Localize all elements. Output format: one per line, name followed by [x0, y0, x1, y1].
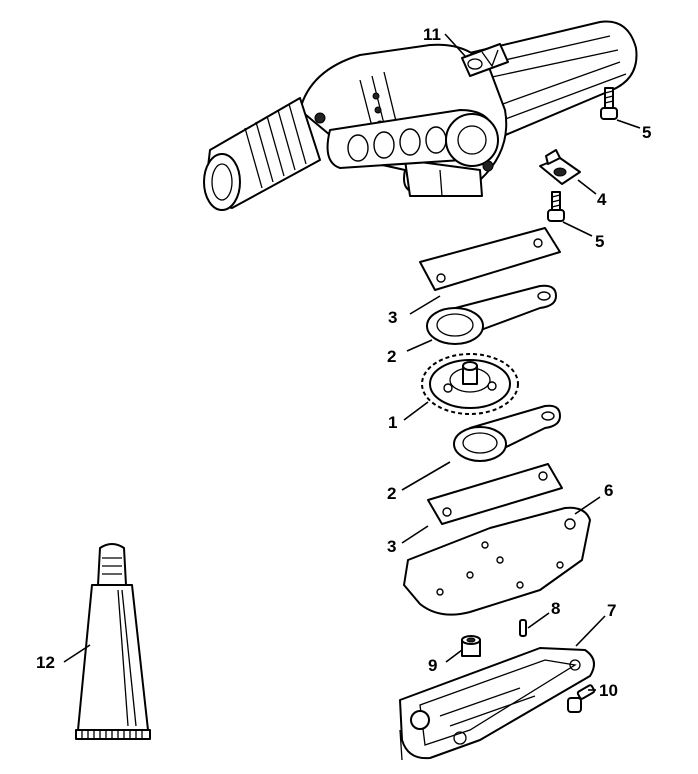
part-1-gear	[421, 353, 519, 415]
callout-9: 9	[428, 656, 437, 675]
callout-12: 12	[36, 653, 55, 672]
callout-2-upper: 2	[387, 347, 396, 366]
leader-lines	[63, 33, 641, 691]
part-5-screw-upper	[600, 87, 618, 120]
part-10-screw	[567, 684, 596, 713]
part-12-grease-tube	[75, 543, 151, 740]
callout-3-upper: 3	[388, 308, 397, 327]
callout-7: 7	[607, 601, 616, 620]
callout-2-lower: 2	[387, 484, 396, 503]
part-2-connecting-rod-upper	[426, 284, 557, 345]
callout-11: 11	[423, 25, 441, 44]
callout-5-lower: 5	[595, 232, 604, 251]
part-6-cover-gasket	[403, 506, 591, 616]
part-9-bushing	[461, 635, 481, 657]
callout-8: 8	[551, 599, 560, 618]
callout-6: 6	[604, 481, 613, 500]
part-3-gasket-lower	[427, 463, 563, 525]
gear-housing-assembly	[203, 20, 638, 211]
part-5-screw-lower	[547, 191, 565, 222]
part-3-gasket-upper	[419, 227, 561, 291]
callout-labels: 11 5 4 5 3 2 1 2 6 3 8 7 9 10 12	[36, 25, 651, 700]
part-2-connecting-rod-lower	[453, 404, 561, 462]
callout-10: 10	[599, 681, 618, 700]
callout-1: 1	[388, 413, 397, 432]
part-11-label-plate	[461, 43, 509, 77]
callout-4: 4	[597, 190, 607, 209]
callout-5-upper: 5	[642, 123, 651, 142]
callout-3-lower: 3	[387, 537, 396, 556]
part-7-housing-plate	[399, 647, 595, 761]
part-8-pin	[519, 619, 527, 637]
part-4-clip	[539, 149, 581, 185]
